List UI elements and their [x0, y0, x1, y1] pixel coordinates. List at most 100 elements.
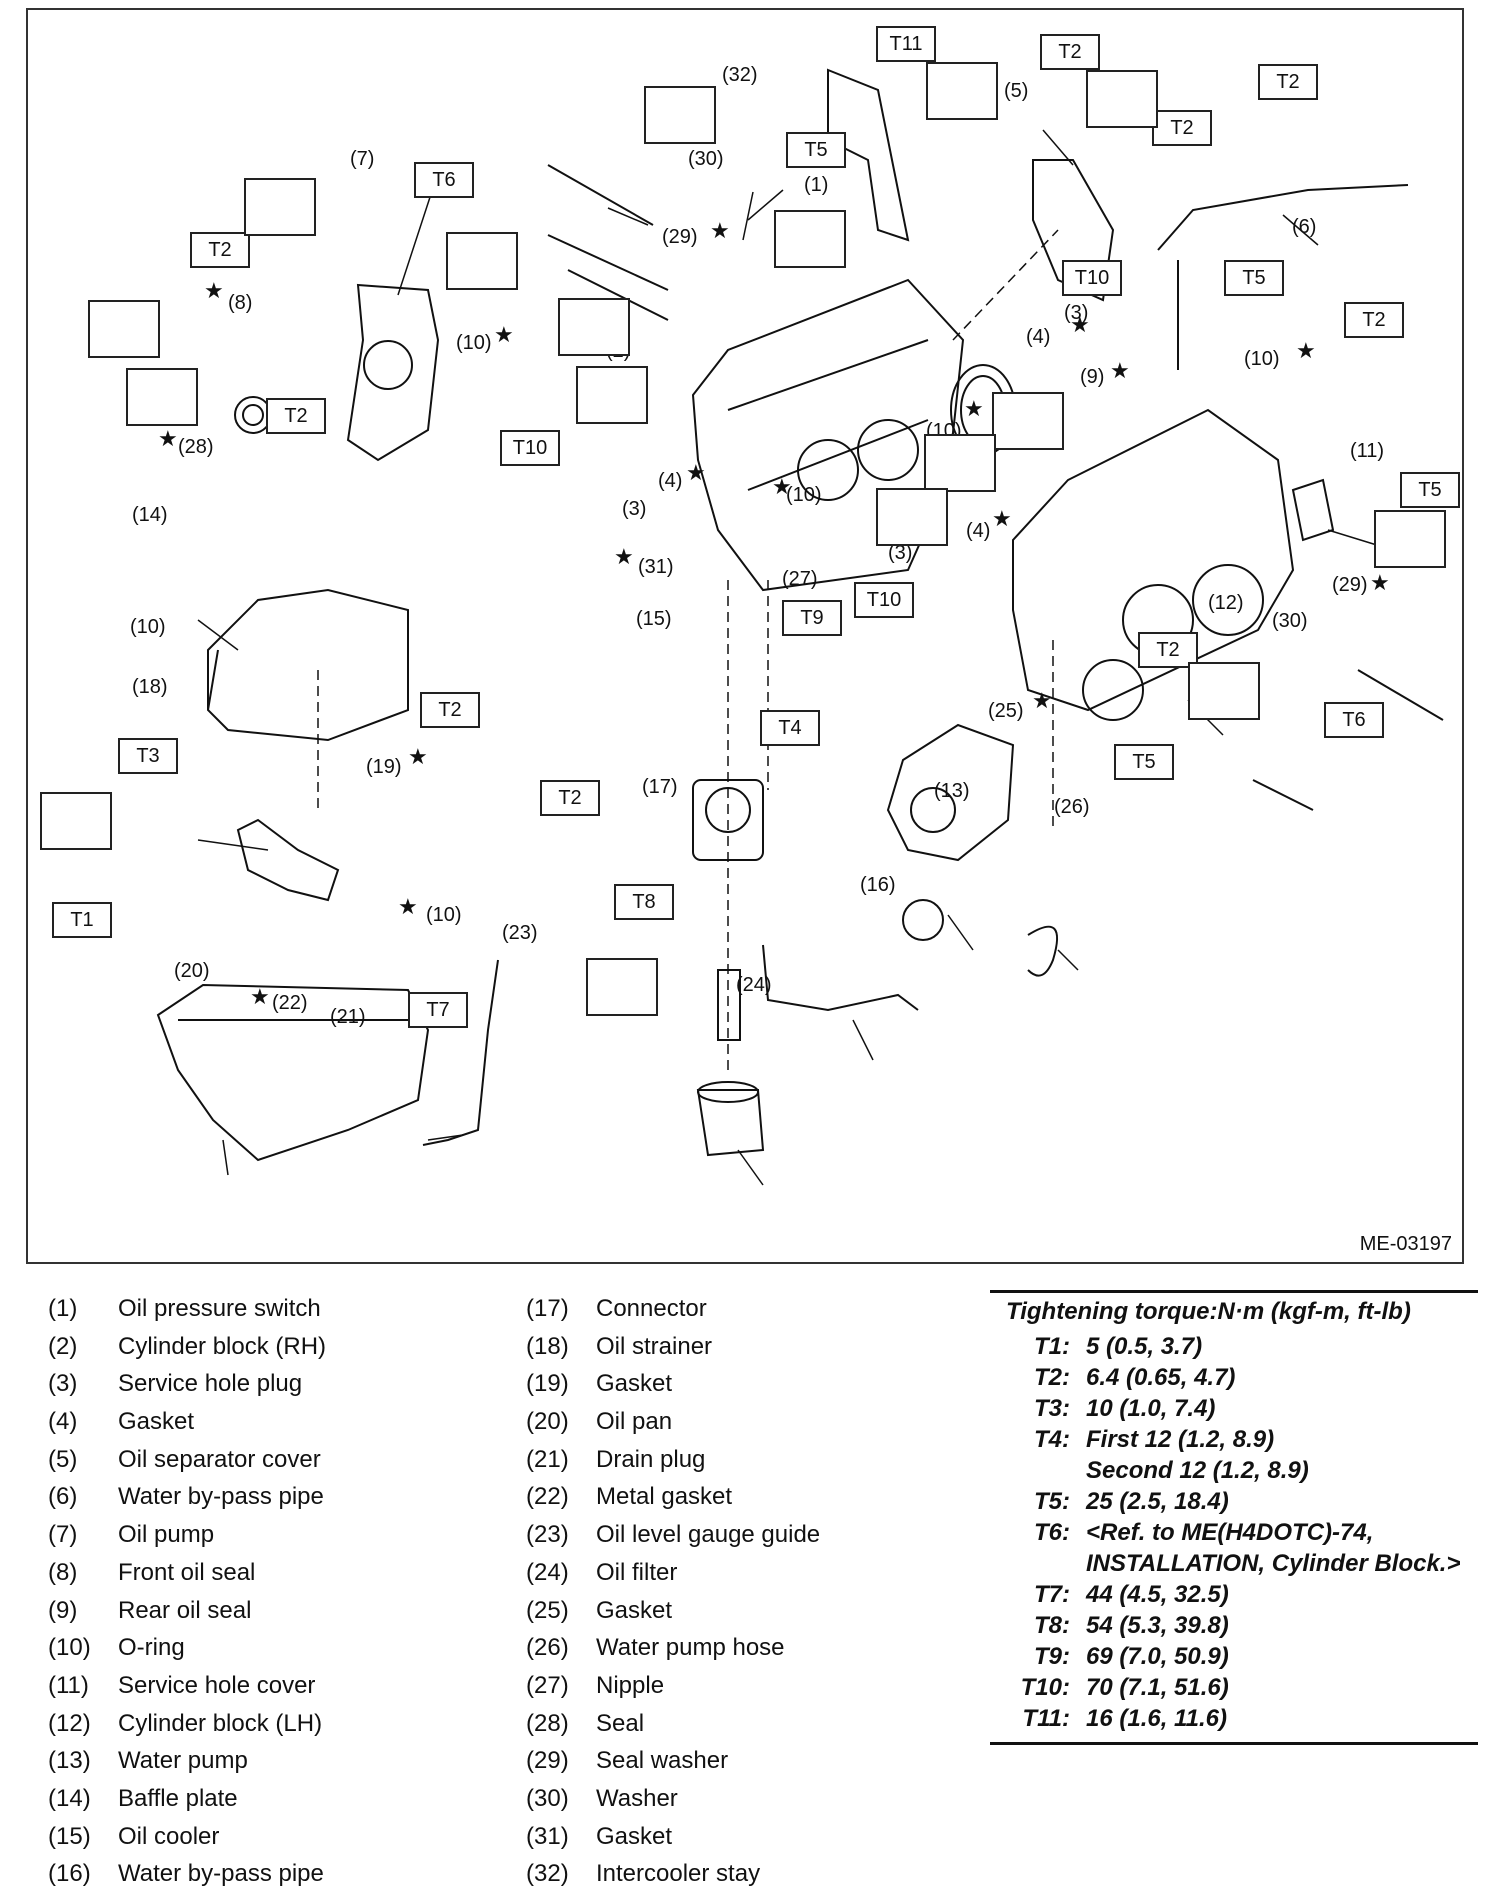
legend-row: (12)Cylinder block (LH)	[48, 1705, 508, 1743]
legend-num: (19)	[526, 1370, 569, 1398]
legend-num: (9)	[48, 1596, 78, 1624]
callout: (28)	[178, 436, 214, 458]
torque-label: T2	[190, 232, 250, 268]
torque-label: T4	[760, 710, 820, 746]
legend-row: (28)Seal	[526, 1705, 986, 1743]
legend-row: (18)Oil strainer	[526, 1328, 986, 1366]
legend-name: Connector	[596, 1295, 707, 1322]
callout: (13)	[934, 780, 970, 802]
oil-icon	[586, 958, 658, 1016]
callout: (3)	[622, 498, 647, 520]
legend-row: (4)Gasket	[48, 1403, 508, 1441]
torque-label: T10	[500, 430, 560, 466]
torque-row: T2:6.4 (0.65, 4.7)	[990, 1362, 1478, 1393]
oil-icon	[1374, 510, 1446, 568]
legend-row: (19) Gasket	[526, 1365, 986, 1403]
legend-name: Gasket	[118, 1408, 195, 1436]
legend-row: (22)Metal gasket	[526, 1478, 986, 1516]
torque-value: 70 (7.1, 51.6)	[1086, 1674, 1229, 1701]
torque-key: T11:	[1022, 1705, 1070, 1732]
torque-key: T1:	[1034, 1333, 1070, 1360]
torque-row: Second 12 (1.2, 8.9)	[990, 1455, 1478, 1486]
legend-name: O-ring	[118, 1634, 185, 1662]
sealant-icon	[926, 62, 998, 120]
callout: (24)	[736, 974, 772, 996]
cylinder-block-lh-shape	[1012, 408, 1295, 712]
torque-value: 6.4 (0.65, 4.7)	[1086, 1364, 1236, 1391]
torque-row: T11: 16 (1.6, 11.6)	[990, 1703, 1478, 1734]
callout: (10)	[786, 484, 822, 506]
legend-name: Nipple	[596, 1671, 665, 1699]
legend-name: Baffle plate	[118, 1784, 238, 1812]
legend-name: Gasket	[596, 1596, 673, 1624]
oil-icon	[558, 298, 630, 356]
sealant-icon	[576, 366, 648, 424]
torque-value: 25 (2.5, 18.4)	[1086, 1488, 1229, 1515]
torque-label: T1	[52, 902, 112, 938]
torque-row: T8:54 (5.3, 39.8)	[990, 1610, 1478, 1641]
torque-label: T2	[420, 692, 480, 728]
torque-table: Tightening torque:N·m (kgf-m, ft-lb) T1:…	[990, 1290, 1478, 1745]
legend-name: Gasket	[596, 1370, 673, 1398]
legend-num: (1)	[48, 1295, 78, 1322]
sealant-icon	[924, 434, 996, 492]
star-symbol: ★	[686, 460, 706, 485]
legend-column-left: (1) Oil pressure switch (2) Cylinder block…	[48, 1290, 508, 1893]
callout: (9)	[1080, 366, 1105, 388]
sealant-icon	[876, 488, 948, 546]
callout: (19)	[366, 756, 402, 778]
torque-value: 16 (1.6, 11.6)	[1086, 1705, 1227, 1732]
legend-num: (5)	[48, 1445, 78, 1473]
legend-name: Drain plug	[596, 1445, 706, 1473]
callout: (25)	[988, 700, 1024, 722]
legend-name: Oil pressure switch	[118, 1295, 321, 1322]
legend-num: (15)	[48, 1822, 91, 1850]
callout: (6)	[1292, 216, 1317, 238]
legend-row: (13)Water pump	[48, 1742, 508, 1780]
torque-value: Second 12 (1.2, 8.9)	[1086, 1457, 1309, 1484]
torque-label: T5	[1224, 260, 1284, 296]
legend-name: Water by-pass pipe	[118, 1860, 324, 1888]
torque-key: T3:	[1034, 1395, 1070, 1422]
baffle-plate-shape	[207, 588, 409, 742]
legend-name: Washer	[596, 1784, 678, 1812]
legend-row: (10)O-ring	[48, 1629, 508, 1667]
torque-label: T9	[782, 600, 842, 636]
legend-num: (26)	[526, 1634, 569, 1662]
callout: (4)	[1026, 326, 1051, 348]
legend-column-right: (17)Connector (18)Oil strainer (19) Gaske…	[526, 1290, 986, 1893]
callout: (18)	[132, 676, 168, 698]
legend-row: (3)Service hole plug	[48, 1365, 508, 1403]
connector-shape	[717, 969, 741, 1041]
legend-num: (29)	[526, 1747, 569, 1775]
legend-row: (25) Gasket	[526, 1592, 986, 1630]
legend-num: (25)	[526, 1596, 569, 1624]
star-symbol: ★	[964, 396, 984, 421]
legend-name: Oil pump	[118, 1521, 215, 1549]
sealant-icon	[1086, 70, 1158, 128]
torque-label: T6	[414, 162, 474, 198]
legend-name: Oil level gauge guide	[596, 1521, 821, 1549]
legend-num: (24)	[526, 1558, 569, 1586]
legend-name: Front oil seal	[118, 1558, 256, 1586]
service-hole-cover-shape	[1291, 478, 1335, 542]
star-symbol: ★	[204, 278, 224, 303]
star-symbol: ★	[408, 744, 428, 769]
legend-row: (11)Service hole cover	[48, 1667, 508, 1705]
water-bypass-pipe-16-shape	[762, 944, 919, 1012]
legend-row: (27)Nipple	[526, 1667, 986, 1705]
callout: (10)	[1244, 348, 1280, 370]
legend-num: (2)	[48, 1332, 78, 1360]
legend-row: (17)Connector	[526, 1290, 986, 1328]
legend-name: Cylinder block (RH)	[118, 1332, 327, 1360]
torque-label: T8	[614, 884, 674, 920]
torque-value: First 12 (1.2, 8.9)	[1086, 1426, 1275, 1453]
legend-row: (23)Oil level gauge guide	[526, 1516, 986, 1554]
callout: (3)	[1064, 302, 1089, 324]
legend-row: (26) Water pump hose	[526, 1629, 986, 1667]
diagram-drawing	[156, 68, 1444, 1186]
legend-num: (11)	[48, 1671, 89, 1699]
legend-num: (18)	[526, 1332, 569, 1360]
legend-name: Water pump hose	[596, 1634, 785, 1662]
water-pump-shape	[886, 723, 1015, 862]
